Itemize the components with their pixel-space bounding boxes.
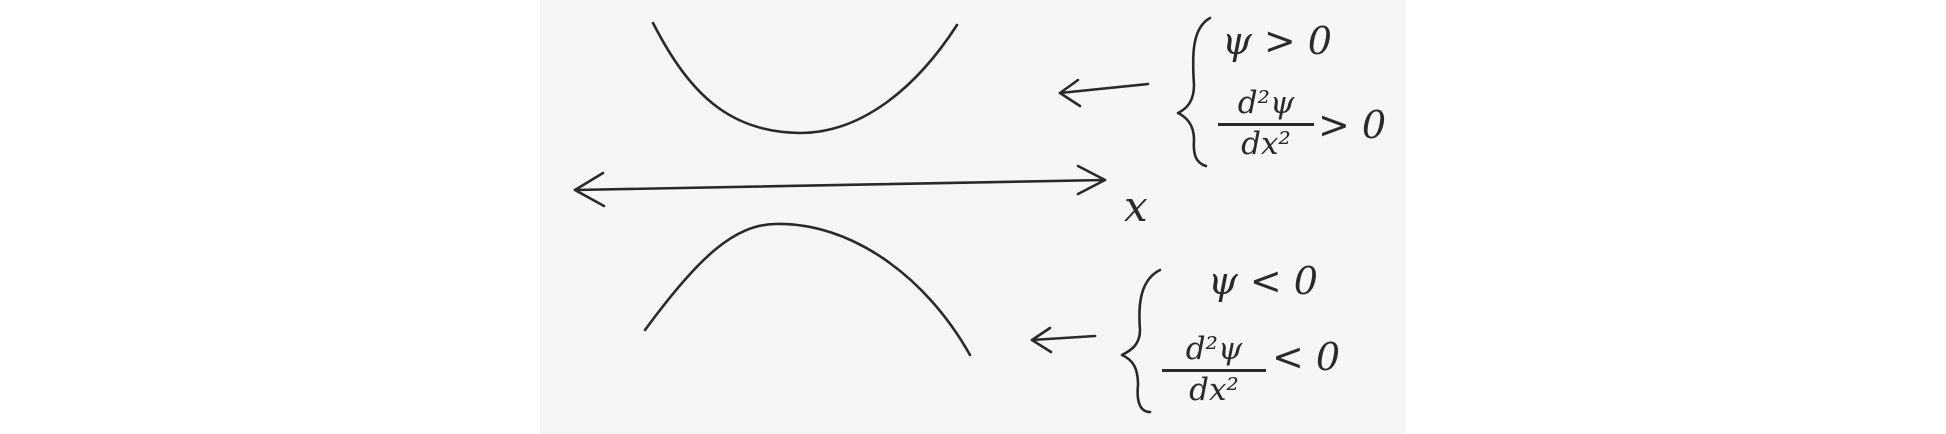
x-axis-left-arrowhead (573, 171, 606, 208)
upper-fraction-numerator: d²ψ (1237, 85, 1295, 121)
x-axis-right-arrowhead (1076, 164, 1107, 196)
upper-fraction-bar (1218, 123, 1314, 126)
upper-brace (1176, 16, 1212, 168)
lower-pointer-arrow (1030, 334, 1097, 342)
upper-pointer-arrowhead (1058, 78, 1082, 108)
lower-fraction-numerator: d²ψ (1185, 331, 1243, 367)
upper-pointer-arrow (1058, 82, 1150, 95)
x-axis-label: x (1124, 182, 1148, 231)
x-axis-line (573, 178, 1107, 192)
upper-psi-condition: ψ > 0 (1222, 19, 1332, 63)
upper-fraction-denominator: dx² (1241, 126, 1291, 162)
lower-pointer-arrowhead (1030, 326, 1053, 354)
lower-fraction-bar (1162, 369, 1266, 372)
lower-relation: < 0 (1272, 335, 1341, 379)
lower-brace (1120, 268, 1162, 414)
lower-psi-condition: ψ < 0 (1208, 259, 1318, 303)
concave-down-curve (643, 222, 972, 357)
upper-relation: > 0 (1318, 103, 1387, 147)
upper-second-derivative-fraction: d²ψ dx² (1218, 88, 1314, 160)
concave-up-curve (651, 21, 959, 135)
lower-fraction-denominator: dx² (1189, 372, 1239, 408)
lower-second-derivative-fraction: d²ψ dx² (1162, 334, 1266, 406)
